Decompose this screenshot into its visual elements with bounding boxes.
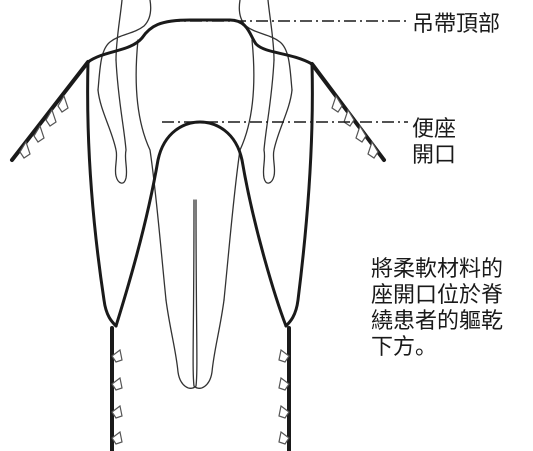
- description-line: 將柔軟材料的: [371, 257, 504, 282]
- strap-loops: [19, 94, 379, 445]
- straps: [10, 60, 386, 451]
- description-line: 座開口位於脊: [371, 283, 504, 308]
- description-line: 下方。: [371, 335, 438, 360]
- seat-opening-label-line1: 便座: [412, 117, 457, 142]
- description-text: 將柔軟材料的 座開口位於脊 繞患者的軀乾 下方。: [371, 257, 533, 361]
- description-line: 繞患者的軀乾: [371, 309, 504, 334]
- leader-lines: [162, 20, 408, 123]
- seat-opening-label-line2: 開口: [412, 143, 457, 168]
- sling-outline: [86, 18, 314, 328]
- patient-figure: [97, 0, 293, 389]
- sling-top-label: 吊帶頂部: [412, 12, 501, 37]
- seat-opening-label: 便座 開口: [412, 117, 456, 169]
